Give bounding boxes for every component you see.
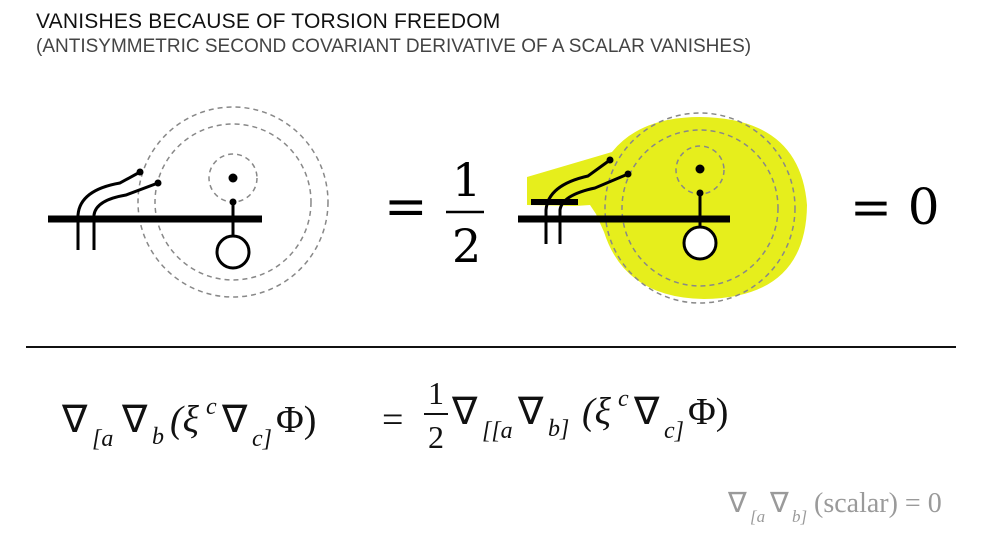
rhs-sub-2: b] <box>548 416 569 442</box>
leg-curve-2 <box>558 172 629 244</box>
leg-curve-1 <box>76 170 141 250</box>
lhs-paren-xi: (ξ <box>170 399 200 441</box>
tensor-diagram: = 1 2 = 0 <box>48 106 940 304</box>
formula-frac-den: 2 <box>428 419 444 455</box>
lhs-sub-2: b <box>152 424 164 450</box>
right-diagram <box>518 112 807 304</box>
middle-dashed-circle <box>621 129 779 287</box>
highlight-region <box>527 117 807 299</box>
lhs-nabla-1: ∇ <box>61 399 88 441</box>
middle-dashed-circle <box>154 123 312 281</box>
footnote-nabla-1: ∇ <box>727 488 747 519</box>
formula-frac-num: 1 <box>428 375 444 411</box>
rhs-nabla-2: ∇ <box>517 391 544 433</box>
rhs-nabla-1: ∇ <box>451 391 478 433</box>
rhs-sub-1: [[a <box>482 418 513 444</box>
lhs-phi: Φ) <box>276 399 316 441</box>
footnote-rest: (scalar) = 0 <box>814 488 942 519</box>
rhs-sub-3: c] <box>664 418 684 444</box>
section-divider <box>26 346 956 348</box>
page-subtitle: (ANTISYMMETRIC SECOND COVARIANT DERIVATI… <box>36 36 752 57</box>
outer-dashed-circle <box>137 106 329 298</box>
stem-dot <box>229 198 237 206</box>
outer-dashed-circle <box>604 112 796 304</box>
fraction-denominator: 2 <box>452 219 481 273</box>
leg-end-dot-1 <box>606 156 614 164</box>
fraction-numerator: 1 <box>452 153 481 207</box>
lhs-sub-1: [a <box>92 426 113 452</box>
scalar-circle <box>215 234 251 270</box>
rhs-phi: Φ) <box>688 391 728 433</box>
leg-curve-2 <box>92 181 159 250</box>
rhs-paren-xi: (ξ <box>582 391 612 433</box>
leg-curve-1 <box>544 158 611 244</box>
rhs-nabla-3: ∇ <box>633 391 660 433</box>
lhs-nabla-2: ∇ <box>121 399 148 441</box>
center-dot <box>228 173 238 183</box>
left-diagram <box>48 106 329 298</box>
lhs-nabla-3: ∇ <box>221 399 248 441</box>
footnote-sub-2: b] <box>792 507 807 526</box>
rhs-sup-c: c <box>618 386 629 412</box>
stem-dot <box>696 189 704 197</box>
leg-end-dot-2 <box>624 170 632 178</box>
lhs-sub-3: c] <box>252 426 272 452</box>
leg-end-dot-1 <box>136 168 144 176</box>
footnote-nabla-2: ∇ <box>769 488 789 519</box>
leg-end-dot-2 <box>154 179 162 187</box>
equals-zero: = 0 <box>850 178 940 236</box>
lhs-sup-c: c <box>206 394 217 420</box>
center-dot <box>695 164 705 174</box>
footnote-sub-1: [a <box>750 507 765 526</box>
equals-sign-1: = <box>384 177 428 237</box>
formula-equals: = <box>382 399 403 441</box>
page-title: VANISHES BECAUSE OF TORSION FREEDOM <box>36 10 501 33</box>
scalar-circle <box>682 225 718 261</box>
